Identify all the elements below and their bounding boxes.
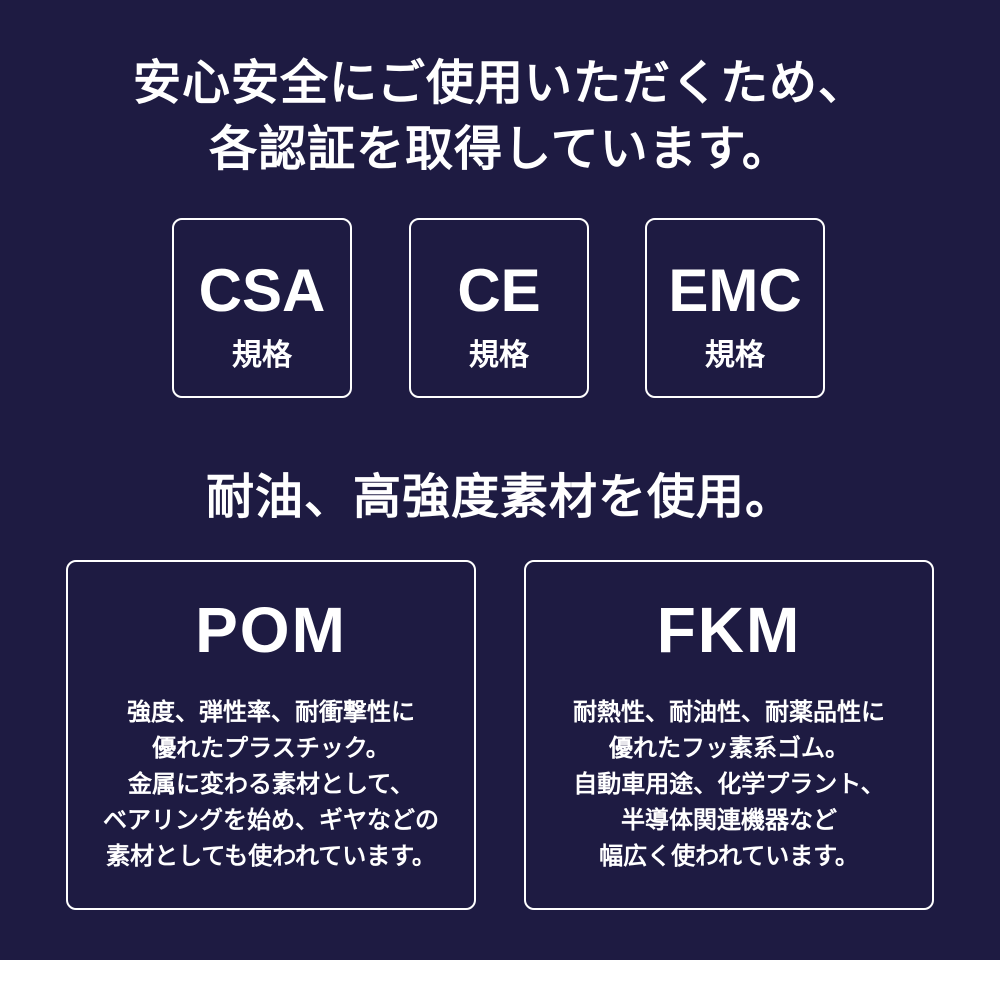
description-line: 幅広く使われています。 xyxy=(599,842,859,870)
headline-line-1: 安心安全にご使用いただくため、 xyxy=(132,55,868,111)
materials-headline: 耐油、高強度素材を使用。 xyxy=(0,464,1000,530)
description-line: 耐熱性、耐油性、耐薬品性に xyxy=(573,698,885,726)
certification-card-csa: CSA 規格 xyxy=(172,218,352,398)
description-line: 金属に変わる素材として、 xyxy=(127,770,415,798)
headline-line-2: 各認証を取得しています。 xyxy=(209,121,791,177)
certification-card-ce: CE 規格 xyxy=(409,218,589,398)
material-description: 耐熱性、耐油性、耐薬品性に 優れたフッ素系ゴム。 自動車用途、化学プラント、 半… xyxy=(526,694,932,874)
product-info-panel: 安心安全にご使用いただくため、 各認証を取得しています。 CSA 規格 CE 規… xyxy=(0,0,1000,960)
material-code: POM xyxy=(195,594,347,666)
certification-label: 規格 xyxy=(469,338,529,373)
certification-code: CSA xyxy=(198,257,326,324)
certification-code: CE xyxy=(457,257,541,324)
description-line: 半導体関連機器など xyxy=(621,806,837,834)
description-line: 自動車用途、化学プラント、 xyxy=(573,770,885,798)
certification-label: 規格 xyxy=(232,338,292,373)
certification-code: EMC xyxy=(668,257,802,324)
certification-headline: 安心安全にご使用いただくため、 各認証を取得しています。 xyxy=(0,50,1000,182)
materials-headline-text: 耐油、高強度素材を使用。 xyxy=(205,469,794,525)
description-line: 素材としても使われています。 xyxy=(106,842,436,870)
certification-card-emc: EMC 規格 xyxy=(645,218,825,398)
description-line: ベアリングを始め、ギヤなどの xyxy=(103,806,439,834)
description-line: 強度、弾性率、耐衝撃性に xyxy=(127,698,415,726)
material-code: FKM xyxy=(656,594,802,666)
description-line: 優れたフッ素系ゴム。 xyxy=(609,734,849,762)
certification-label: 規格 xyxy=(705,338,765,373)
description-line: 優れたプラスチック。 xyxy=(152,734,390,762)
material-card-pom: POM 強度、弾性率、耐衝撃性に 優れたプラスチック。 金属に変わる素材として、… xyxy=(66,560,476,910)
material-card-fkm: FKM 耐熱性、耐油性、耐薬品性に 優れたフッ素系ゴム。 自動車用途、化学プラン… xyxy=(524,560,934,910)
material-description: 強度、弾性率、耐衝撃性に 優れたプラスチック。 金属に変わる素材として、 ベアリ… xyxy=(68,694,474,874)
